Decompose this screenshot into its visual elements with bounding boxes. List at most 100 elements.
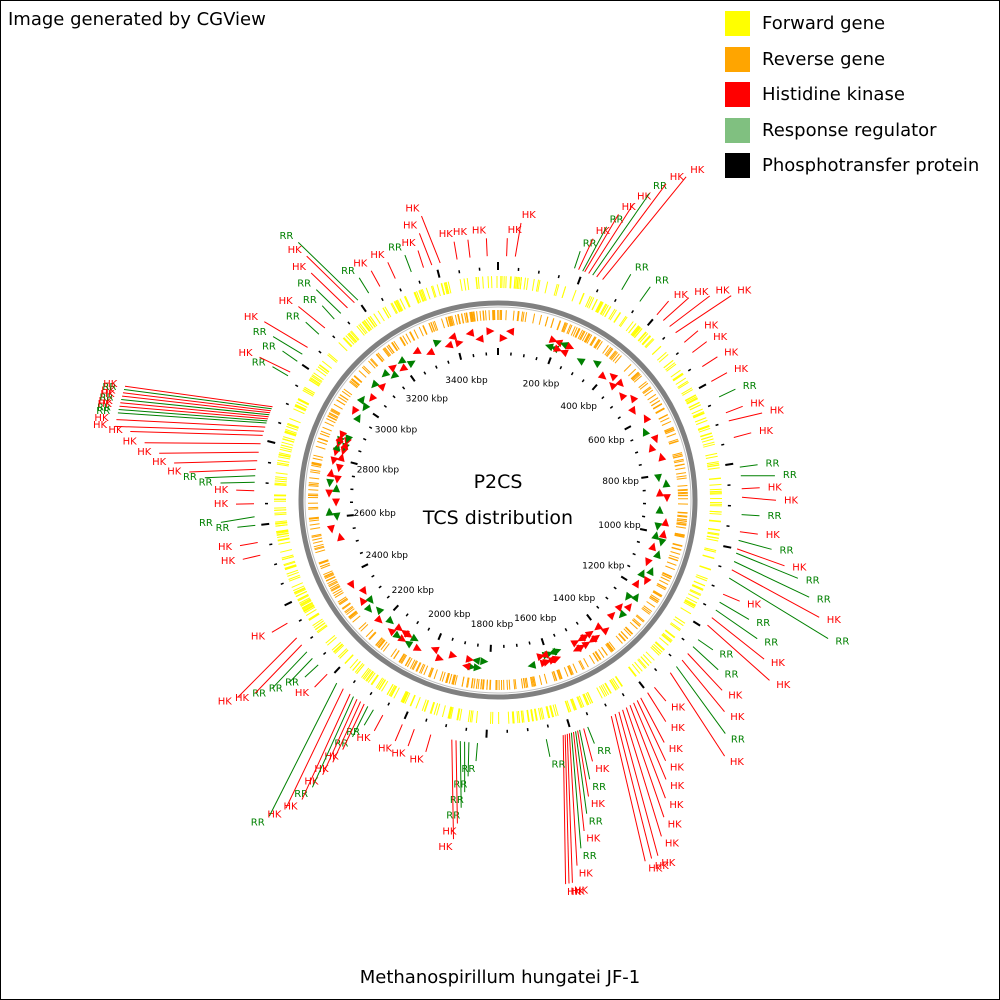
hk-marker-icon bbox=[454, 339, 464, 348]
rr-callout-line bbox=[587, 726, 595, 744]
forward-gene-mark bbox=[526, 277, 529, 290]
reverse-gene-mark bbox=[672, 455, 683, 459]
reverse-gene-mark bbox=[467, 677, 470, 688]
forward-gene-mark bbox=[602, 684, 610, 696]
forward-gene-mark bbox=[693, 412, 705, 418]
hk-marker-icon bbox=[631, 579, 640, 589]
ruler-major-tick bbox=[372, 412, 380, 419]
hk-label: HK bbox=[567, 887, 582, 898]
ruler-major-tick bbox=[409, 374, 416, 382]
outer-major-tick bbox=[267, 440, 276, 444]
forward-gene-mark bbox=[278, 454, 291, 458]
forward-gene-mark bbox=[318, 364, 330, 373]
outer-minor-tick bbox=[675, 352, 679, 356]
rr-callout-line bbox=[675, 666, 726, 734]
hk-marker-icon bbox=[475, 334, 484, 343]
hk-callout-line bbox=[159, 451, 259, 454]
reverse-gene-mark bbox=[447, 316, 451, 327]
reverse-gene-mark bbox=[556, 320, 562, 331]
backbone-inner-circle bbox=[304, 306, 692, 694]
histidine-kinase-swatch-icon bbox=[725, 82, 750, 108]
reverse-gene-mark bbox=[466, 677, 469, 688]
reverse-gene-mark bbox=[676, 522, 687, 525]
reverse-gene-mark bbox=[531, 676, 534, 687]
forward-gene-mark bbox=[612, 678, 620, 689]
rr-callout-line bbox=[741, 514, 760, 517]
reverse-gene-mark bbox=[580, 330, 586, 341]
rr-marker-icon bbox=[658, 537, 667, 547]
reverse-gene-mark bbox=[488, 310, 490, 321]
hk-label: HK bbox=[622, 202, 637, 213]
hk-label: HK bbox=[438, 842, 453, 853]
forward-gene-mark bbox=[583, 693, 590, 705]
forward-gene-mark bbox=[471, 710, 474, 723]
cgview-credit: Image generated by CGView bbox=[8, 9, 266, 30]
forward-gene-mark bbox=[613, 312, 622, 323]
forward-gene-mark bbox=[632, 326, 641, 337]
hk-callout-line bbox=[614, 713, 653, 859]
reverse-gene-mark bbox=[342, 603, 351, 610]
forward-gene-mark bbox=[591, 299, 598, 311]
hk-callout-line bbox=[702, 356, 718, 368]
reverse-gene-mark bbox=[551, 671, 556, 682]
reverse-gene-mark bbox=[328, 580, 338, 586]
forward-gene-mark bbox=[413, 292, 420, 304]
forward-gene-mark bbox=[707, 532, 720, 536]
forward-gene-mark bbox=[445, 281, 450, 294]
forward-gene-mark bbox=[634, 661, 643, 672]
reverse-gene-mark bbox=[469, 312, 472, 323]
reverse-gene-mark bbox=[615, 635, 623, 644]
forward-gene-mark bbox=[276, 463, 289, 467]
forward-gene-mark bbox=[421, 699, 427, 711]
legend-label: Reverse gene bbox=[762, 48, 886, 70]
hk-label: HK bbox=[99, 396, 114, 407]
forward-gene-mark bbox=[656, 351, 667, 361]
forward-gene-mark bbox=[308, 379, 320, 387]
forward-gene-mark bbox=[399, 298, 406, 310]
reverse-gene-mark bbox=[473, 311, 476, 322]
hk-label: HK bbox=[730, 757, 745, 768]
forward-gene-mark bbox=[283, 436, 295, 441]
reverse-gene-mark bbox=[309, 477, 320, 480]
ruler-major-tick bbox=[547, 357, 552, 365]
outer-minor-tick bbox=[702, 602, 707, 606]
forward-gene-mark bbox=[677, 380, 689, 388]
forward-gene-mark bbox=[384, 306, 392, 318]
hk-label: HK bbox=[442, 826, 457, 837]
hk-label: HK bbox=[734, 364, 749, 375]
rr-label: RR bbox=[279, 231, 293, 242]
ruler-label: 3200 kbp bbox=[406, 395, 449, 405]
reverse-gene-mark bbox=[441, 671, 446, 682]
rr-label: RR bbox=[216, 523, 230, 534]
reverse-gene-mark bbox=[633, 375, 643, 383]
forward-gene-mark bbox=[709, 510, 722, 513]
reverse-gene-mark bbox=[317, 440, 327, 445]
reverse-gene-mark bbox=[433, 669, 438, 680]
forward-gene-mark bbox=[312, 374, 323, 382]
outer-minor-tick bbox=[318, 350, 322, 354]
center-subtitle: TCS distribution bbox=[422, 507, 573, 529]
hk-callout-line bbox=[271, 622, 288, 633]
ruler-minor-tick bbox=[359, 551, 364, 555]
hk-label: HK bbox=[137, 447, 152, 458]
forward-gene-mark bbox=[393, 687, 400, 699]
reverse-gene-mark bbox=[516, 311, 519, 322]
reverse-gene-mark bbox=[643, 605, 653, 613]
reverse-gene-mark bbox=[457, 314, 461, 325]
hk-marker-icon bbox=[539, 659, 549, 668]
reverse-gene-mark bbox=[471, 678, 474, 689]
ruler-minor-tick bbox=[634, 451, 639, 454]
rr-callout-line bbox=[237, 524, 256, 528]
hk-label: HK bbox=[730, 712, 745, 723]
rr-marker-icon bbox=[471, 657, 481, 665]
reverse-gene-mark bbox=[445, 672, 450, 683]
hk-marker-icon bbox=[645, 557, 653, 567]
outer-major-tick bbox=[638, 681, 645, 689]
reverse-gene-mark bbox=[419, 663, 425, 674]
forward-gene-mark bbox=[459, 279, 463, 292]
reverse-gene-mark bbox=[309, 523, 320, 526]
forward-gene-mark bbox=[600, 685, 608, 697]
forward-gene-mark bbox=[316, 624, 327, 633]
rr-label: RR bbox=[780, 546, 794, 557]
outer-minor-tick bbox=[668, 653, 672, 657]
